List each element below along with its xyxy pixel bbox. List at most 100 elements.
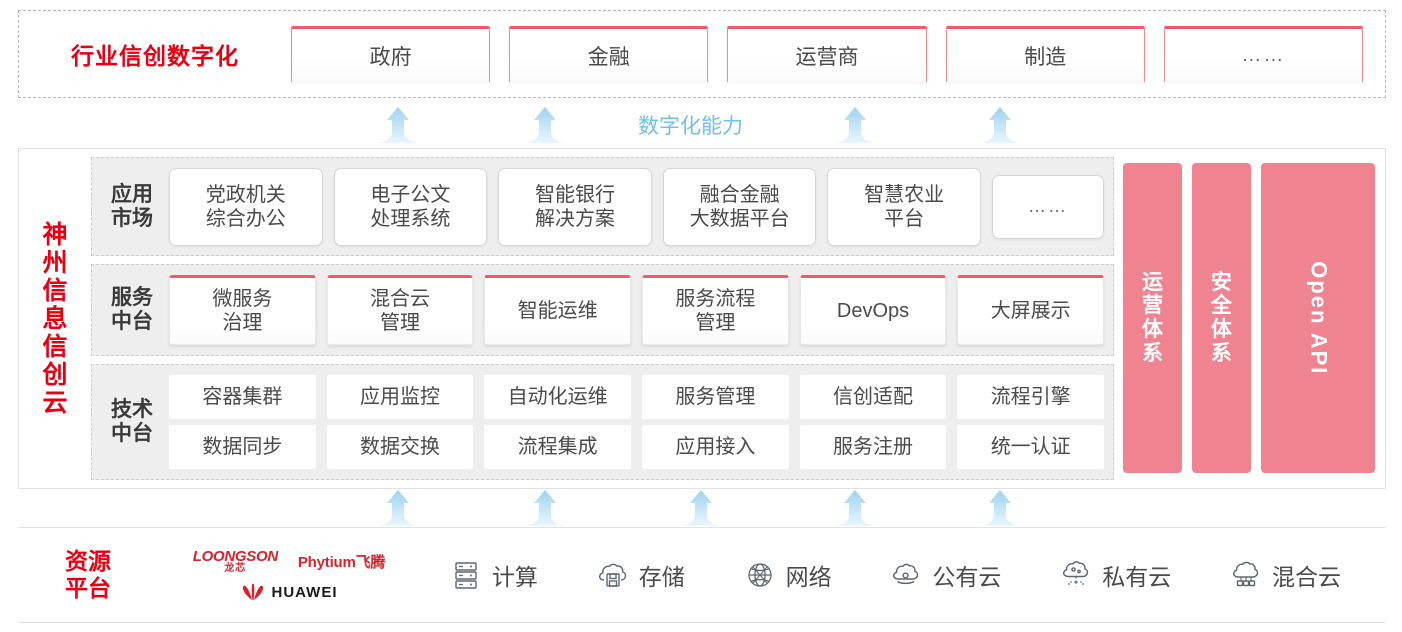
up-arrow-icon (978, 106, 1022, 144)
loongson-logo-en: LOONGSON (192, 548, 278, 565)
vendor-logo-list: LOONGSON 龙芯 Phytium飞腾 HUAWEI (158, 549, 420, 601)
cloud-panel-body: 应用 市场 党政机关综合办公 电子公文处理系统 智能银行解决方案 (91, 149, 1385, 488)
tech-card-service-management[interactable]: 服务管理 (642, 374, 789, 419)
tech-card-automated-ops[interactable]: 自动化运维 (484, 374, 632, 419)
tech-card-data-sync[interactable]: 数据同步 (169, 424, 316, 469)
cloud-platform-panel: 神 州 信 息 信 创 云 应用 市场 党政机关综合办公 (18, 148, 1386, 489)
hybrid-cloud-icon (1229, 558, 1263, 592)
tech-card-process-integration[interactable]: 流程集成 (484, 424, 632, 469)
tier-service-platform: 服务 中台 微服务治理 混合云管理 智能运维 服务流程管理 (91, 264, 1114, 356)
cloud-title-char: 信 (42, 276, 68, 305)
up-arrow-icon (523, 106, 567, 144)
up-arrow-icon (376, 489, 420, 527)
app-card-smart-agriculture[interactable]: 智慧农业平台 (827, 167, 981, 246)
tech-card-service-registry[interactable]: 服务注册 (799, 424, 947, 469)
pillar-operations-system[interactable]: 运 营 体 系 (1123, 163, 1182, 473)
service-card-dashboard-display[interactable]: 大屏展示 (957, 275, 1105, 346)
capability-label: 数字化能力 (638, 115, 743, 138)
app-card-more[interactable]: …… (991, 174, 1104, 239)
service-card-devops[interactable]: DevOps (799, 275, 947, 346)
private-cloud-icon (1059, 558, 1093, 592)
tech-card-container-cluster[interactable]: 容器集群 (169, 374, 316, 419)
cloud-storage-icon (596, 558, 630, 592)
cloud-title-char: 州 (42, 248, 68, 277)
tech-card-application-access[interactable]: 应用接入 (642, 424, 789, 469)
capability-arrow-strip: 数字化能力 (0, 104, 1402, 144)
technology-row-2: 数据同步 数据交换 流程集成 应用接入 服务注册 统一认证 (169, 424, 1105, 469)
app-card-e-document-system[interactable]: 电子公文处理系统 (333, 167, 488, 246)
tech-card-xinchuang-adaptation[interactable]: 信创适配 (799, 374, 947, 419)
technology-platform-items: 容器集群 应用监控 自动化运维 服务管理 信创适配 流程引擎 数据同步 数据交换… (163, 374, 1105, 469)
cloud-title-char: 信 (42, 332, 68, 361)
loongson-logo-cn: 龙芯 (224, 563, 247, 574)
resource-item-compute[interactable]: 计算 (449, 558, 538, 592)
resource-item-label: 网络 (785, 564, 832, 590)
resource-platform-band: 资源 平台 LOONGSON 龙芯 Phytium飞腾 HUAWEI (18, 527, 1386, 623)
up-arrow-icon (376, 106, 420, 144)
up-arrow-icon (833, 106, 877, 144)
vendor-logo-row-2: HUAWEI (241, 583, 338, 601)
app-card-smart-banking[interactable]: 智能银行解决方案 (498, 167, 652, 246)
up-arrow-icon (978, 489, 1022, 527)
resource-item-label: 混合云 (1272, 564, 1342, 590)
resource-item-public-cloud[interactable]: 公有云 (889, 558, 1001, 592)
service-card-intelligent-ops[interactable]: 智能运维 (484, 275, 632, 346)
industry-box-more[interactable]: …… (1163, 26, 1364, 82)
huawei-logo: HUAWEI (241, 583, 338, 601)
resource-item-storage[interactable]: 存储 (596, 558, 685, 592)
technology-row-1: 容器集群 应用监控 自动化运维 服务管理 信创适配 流程引擎 (169, 374, 1105, 419)
app-card-government-office[interactable]: 党政机关综合办公 (169, 167, 323, 246)
huawei-flower-icon (241, 583, 265, 601)
up-arrow-icon (679, 489, 723, 527)
public-cloud-icon (889, 558, 923, 592)
tier-label-application-market: 应用 市场 (111, 182, 153, 230)
vendor-logo-row-1: LOONGSON 龙芯 Phytium飞腾 (193, 549, 386, 574)
huawei-logo-text: HUAWEI (271, 583, 338, 601)
tech-card-process-engine[interactable]: 流程引擎 (957, 374, 1105, 419)
tech-card-application-monitoring[interactable]: 应用监控 (326, 374, 474, 419)
tier-application-market: 应用 市场 党政机关综合办公 电子公文处理系统 智能银行解决方案 (91, 157, 1114, 257)
network-globe-icon (743, 558, 777, 592)
industry-box-finance[interactable]: 金融 (509, 26, 709, 82)
tier-technology-platform: 技术 中台 容器集群 应用监控 自动化运维 服务管理 信创适配 流程引擎 (91, 363, 1114, 480)
cloud-tier-list: 应用 市场 党政机关综合办公 电子公文处理系统 智能银行解决方案 (91, 157, 1114, 480)
up-arrow-icon (523, 489, 567, 527)
resource-item-label: 存储 (638, 564, 685, 590)
cloud-title-char: 创 (42, 360, 68, 389)
cloud-platform-title: 神 州 信 息 信 创 云 (19, 149, 91, 488)
cloud-pillar-list: 运 营 体 系 安 全 体 系 Open API (1123, 157, 1376, 480)
resource-item-private-cloud[interactable]: 私有云 (1059, 558, 1171, 592)
cloud-title-char: 云 (42, 388, 68, 417)
industry-box-manufacturing[interactable]: 制造 (945, 26, 1145, 82)
service-card-service-process-management[interactable]: 服务流程管理 (642, 275, 789, 346)
pillar-security-system[interactable]: 安 全 体 系 (1191, 163, 1251, 473)
tier-label-service-platform: 服务 中台 (111, 286, 153, 334)
tech-card-data-exchange[interactable]: 数据交换 (326, 424, 474, 469)
service-card-microservice-governance[interactable]: 微服务治理 (169, 275, 316, 346)
resource-item-network[interactable]: 网络 (743, 558, 832, 592)
industry-band-title: 行业信创数字化 (71, 43, 239, 69)
resource-item-label: 公有云 (932, 564, 1002, 590)
up-arrow-icon (833, 489, 877, 527)
industry-box-list: 政府 金融 运营商 制造 …… (291, 26, 1385, 82)
industry-box-telecom[interactable]: 运营商 (727, 26, 927, 82)
resource-arrow-strip (0, 489, 1402, 527)
tech-card-unified-authentication[interactable]: 统一认证 (957, 424, 1105, 469)
cloud-title-char: 息 (42, 304, 68, 333)
loongson-logo: LOONGSON 龙芯 (193, 549, 278, 574)
application-market-items: 党政机关综合办公 电子公文处理系统 智能银行解决方案 融合金融大数据平台 智慧农 (163, 167, 1104, 246)
cloud-title-char: 神 (42, 220, 68, 249)
service-platform-items: 微服务治理 混合云管理 智能运维 服务流程管理 DevOps 大屏展示 (163, 275, 1105, 346)
tier-label-technology-platform: 技术 中台 (111, 397, 153, 445)
pillar-open-api[interactable]: Open API (1260, 163, 1376, 473)
industry-box-government[interactable]: 政府 (291, 26, 491, 82)
service-card-hybrid-cloud-management[interactable]: 混合云管理 (326, 275, 474, 346)
app-card-fintech-bigdata[interactable]: 融合金融大数据平台 (662, 167, 817, 246)
phytium-logo: Phytium飞腾 (297, 554, 386, 571)
resource-platform-title: 资源 平台 (65, 547, 111, 601)
resource-item-label: 计算 (491, 564, 538, 590)
pillar-open-api-label: Open API (1306, 260, 1332, 376)
server-icon (449, 558, 483, 592)
resource-item-hybrid-cloud[interactable]: 混合云 (1229, 558, 1341, 592)
